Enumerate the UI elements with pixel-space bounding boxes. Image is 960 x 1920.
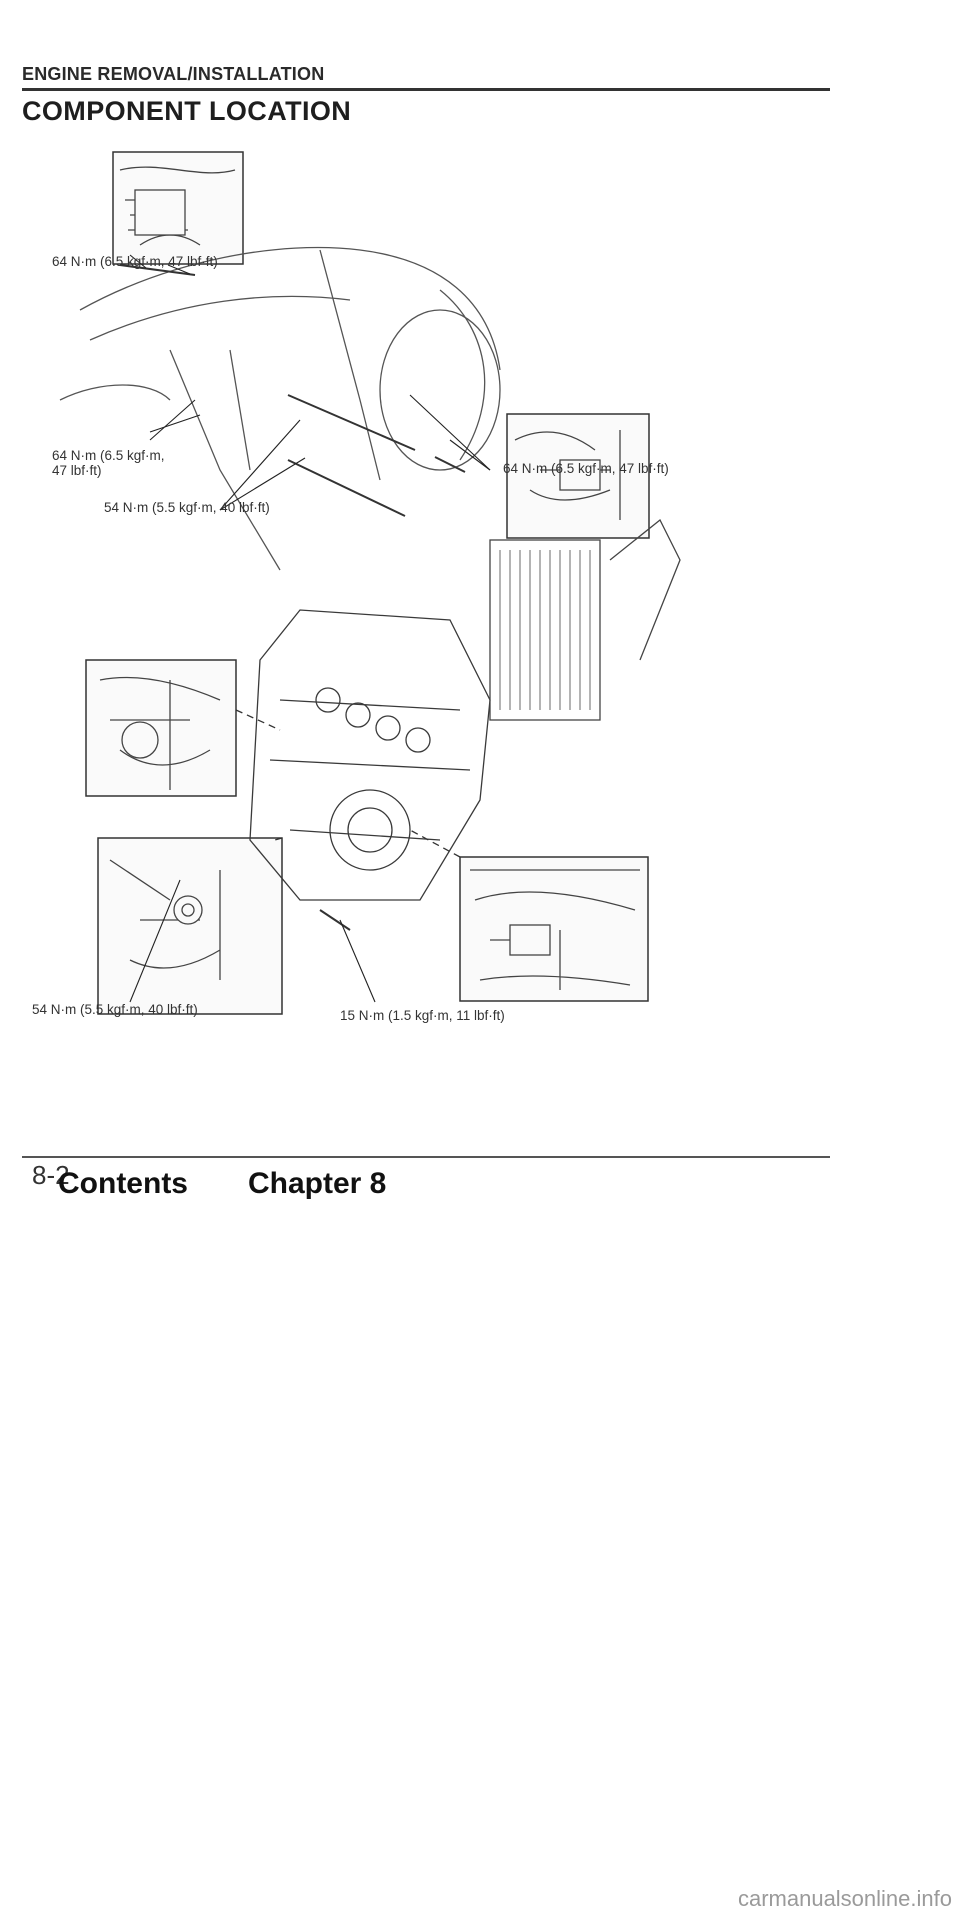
torque-label-mid-left-line2: 47 lbf·ft) [52, 463, 102, 478]
chapter-link[interactable]: Chapter 8 [248, 1167, 387, 1200]
radiator [489, 518, 681, 721]
section-title: ENGINE REMOVAL/INSTALLATION [22, 64, 325, 84]
inset-top-left [112, 151, 244, 265]
inset-right [506, 413, 650, 539]
engine-block [249, 609, 491, 901]
dashed-connectors [235, 709, 461, 858]
inset-mid-left [85, 659, 237, 797]
page-number: 8-2 [32, 1160, 70, 1190]
leader-lines [129, 254, 491, 1003]
mount-bolts [119, 264, 466, 931]
frame [59, 246, 501, 571]
contents-link[interactable]: Contents [58, 1167, 188, 1200]
torque-label-mid-right: 64 N·m (6.5 kgf·m, 47 lbf·ft) [503, 461, 669, 476]
footer-rule [22, 1156, 830, 1158]
torque-label-lower-left: 54 N·m (5.5 kgf·m, 40 lbf·ft) [104, 500, 270, 515]
engine-exploded-diagram [59, 151, 681, 1015]
watermark: carmanualsonline.info [737, 1886, 952, 1911]
inset-bottom-right [459, 856, 649, 1002]
torque-label-bottom-center: 15 N·m (1.5 kgf·m, 11 lbf·ft) [340, 1008, 505, 1023]
inset-bottom-left [97, 837, 283, 1015]
torque-label-mid-left-line1: 64 N·m (6.5 kgf·m, [52, 448, 165, 463]
page-heading: COMPONENT LOCATION [22, 96, 352, 126]
header-rule [22, 88, 830, 91]
torque-label-bottom-left: 54 N·m (5.5 kgf·m, 40 lbf·ft) [32, 1002, 198, 1017]
torque-label-upper-left: 64 N·m (6.5 kgf·m, 47 lbf·ft) [52, 254, 218, 269]
